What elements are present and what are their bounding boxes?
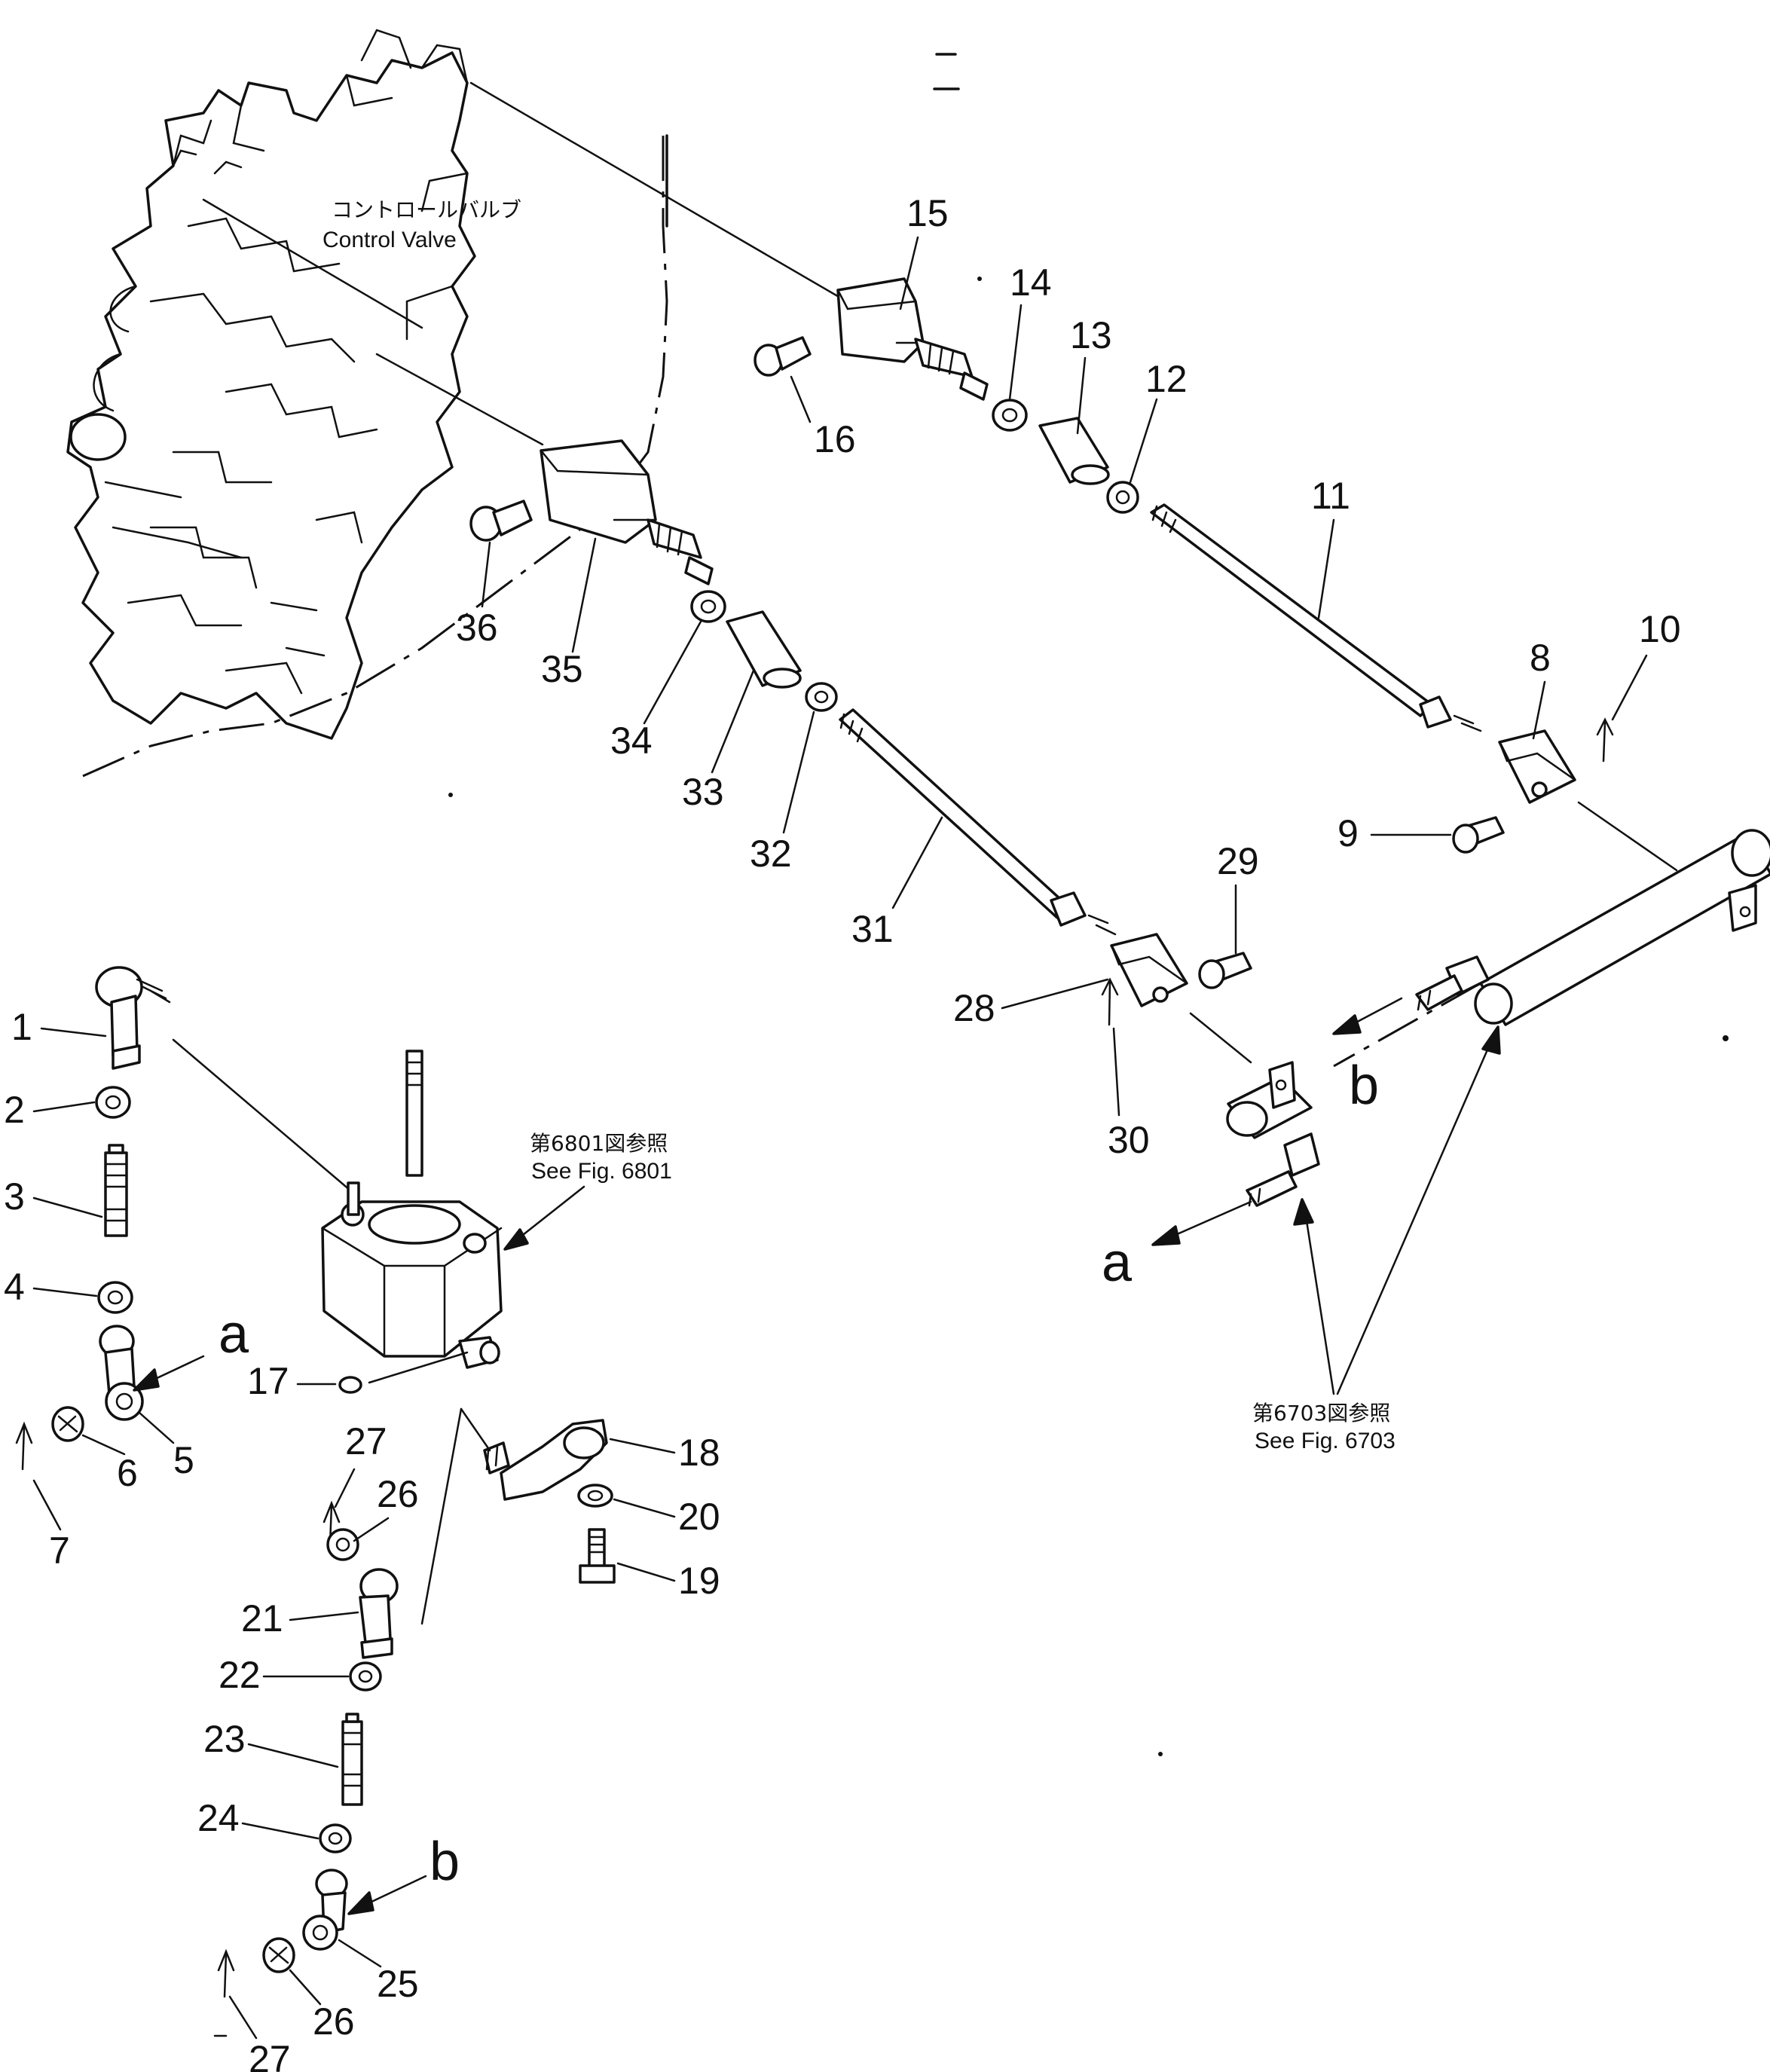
callout-5: 5 xyxy=(173,1439,194,1481)
callout-33: 33 xyxy=(682,771,724,813)
top-mark xyxy=(933,53,960,90)
callout-8: 8 xyxy=(1530,637,1551,679)
callout-9: 9 xyxy=(1337,812,1359,854)
callout-36: 36 xyxy=(456,607,498,649)
callout-27: 27 xyxy=(345,1420,387,1462)
stray-dot xyxy=(977,277,982,281)
callout-2: 2 xyxy=(4,1089,25,1131)
cross-shaft xyxy=(1151,829,1770,1395)
callout-17: 17 xyxy=(247,1360,289,1402)
callouts: 15 14 13 12 11 16 8 10 9 36 35 34 33 32 … xyxy=(4,192,1681,2072)
upper-rod-assembly xyxy=(469,81,1678,872)
callout-31: 31 xyxy=(851,908,894,950)
callout-3: 3 xyxy=(4,1175,25,1218)
callout-25: 25 xyxy=(377,1963,419,2005)
stray-dot xyxy=(1158,1752,1163,1756)
callout-35: 35 xyxy=(541,648,583,690)
callout-23: 23 xyxy=(203,1718,246,1760)
ref-6801-label-jp: 第6801図参照 xyxy=(530,1131,668,1156)
lower-linkage xyxy=(217,1407,616,1998)
callout-28: 28 xyxy=(953,987,995,1029)
callout-6: 6 xyxy=(117,1452,138,1494)
ref-6801-arrow xyxy=(511,1185,585,1245)
marker-b-right: b xyxy=(1349,1056,1379,1116)
callout-26: 26 xyxy=(377,1473,419,1515)
stray-dot xyxy=(1723,1035,1729,1041)
callout-22: 22 xyxy=(219,1654,261,1696)
callout-30: 30 xyxy=(1108,1119,1150,1161)
callout-19: 19 xyxy=(678,1560,720,1602)
callout-16: 16 xyxy=(814,418,856,460)
callout-4: 4 xyxy=(4,1266,25,1308)
callout-24: 24 xyxy=(197,1797,240,1839)
stray-dot xyxy=(448,793,453,797)
callout-29: 29 xyxy=(1217,840,1259,882)
left-linkage xyxy=(15,966,352,1471)
marker-a-right: a xyxy=(1102,1233,1133,1293)
callout-1: 1 xyxy=(11,1006,32,1048)
callout-10: 10 xyxy=(1639,608,1681,650)
ref-6703-label-jp: 第6703図参照 xyxy=(1252,1401,1390,1426)
callout-34: 34 xyxy=(610,720,653,762)
callout-32: 32 xyxy=(750,833,792,875)
marker-b-left: b xyxy=(430,1832,460,1892)
callout-11: 11 xyxy=(1311,475,1350,517)
control-valve-label-jp: コントロールバルブ xyxy=(332,197,521,222)
ref-6703-label-en: See Fig. 6703 xyxy=(1255,1429,1396,1453)
lower-rod-assembly xyxy=(202,198,1252,1064)
callout-26-lower: 26 xyxy=(313,2000,355,2043)
callout-15: 15 xyxy=(906,192,949,234)
callout-13: 13 xyxy=(1070,314,1112,356)
lever-block xyxy=(321,1050,503,1394)
control-valve-block xyxy=(66,29,668,778)
callout-14: 14 xyxy=(1010,261,1052,304)
ref-6801-label-en: See Fig. 6801 xyxy=(531,1159,672,1184)
callout-20: 20 xyxy=(678,1496,720,1538)
callout-12: 12 xyxy=(1145,358,1188,400)
control-valve-label-en: Control Valve xyxy=(323,228,457,252)
callout-18: 18 xyxy=(678,1432,720,1474)
ref-6801-arrowhead xyxy=(503,1228,529,1251)
callout-27-lower: 27 xyxy=(249,2038,291,2072)
callout-7: 7 xyxy=(49,1530,70,1572)
callout-21: 21 xyxy=(241,1597,283,1640)
marker-a-left: a xyxy=(219,1304,249,1365)
